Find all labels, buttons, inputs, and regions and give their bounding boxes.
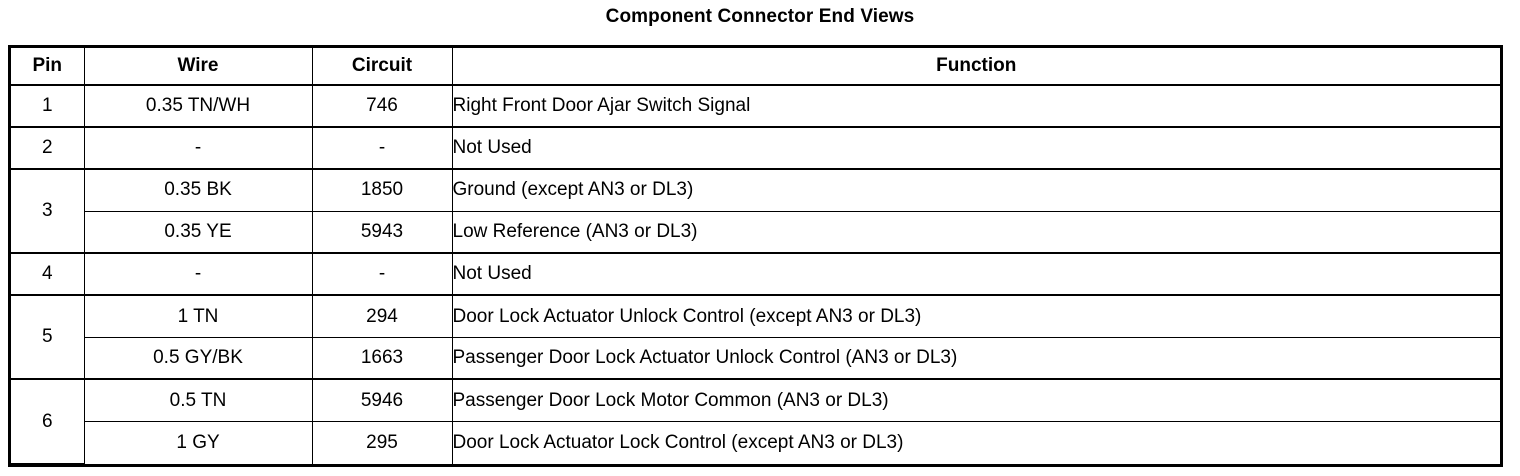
cell-pin: 1 — [11, 83, 85, 128]
table-row: 4--Not Used — [11, 252, 1500, 296]
cell-function: Door Lock Actuator Lock Control (except … — [451, 420, 1500, 464]
cell-wire: - — [83, 252, 313, 296]
column-header-function: Function — [451, 48, 1500, 86]
cell-wire: 0.5 GY/BK — [84, 336, 313, 380]
cell-circuit: 295 — [311, 420, 453, 464]
cell-circuit: - — [311, 126, 453, 170]
cell-wire: 1 GY — [84, 420, 313, 464]
page-title: Component Connector End Views — [605, 6, 915, 27]
cell-function: Low Reference (AN3 or DL3) — [451, 210, 1500, 254]
cell-pin: 5 — [11, 294, 85, 380]
table-row: 2--Not Used — [11, 126, 1500, 170]
cell-function: Passenger Door Lock Actuator Unlock Cont… — [451, 336, 1500, 380]
cell-circuit: 746 — [311, 83, 453, 128]
cell-function: Ground (except AN3 or DL3) — [451, 168, 1500, 212]
cell-circuit: 294 — [311, 294, 453, 338]
cell-pin: 2 — [11, 126, 85, 170]
column-header-wire: Wire — [83, 48, 313, 86]
cell-circuit: - — [311, 252, 453, 296]
cell-circuit: 5943 — [311, 210, 453, 254]
table-header: Pin Wire Circuit Function — [11, 48, 1500, 86]
cell-function: Not Used — [451, 252, 1500, 296]
column-header-circuit: Circuit — [311, 48, 453, 86]
cell-function: Door Lock Actuator Unlock Control (excep… — [451, 294, 1500, 338]
cell-pin: 3 — [11, 168, 85, 254]
column-header-pin: Pin — [11, 48, 85, 86]
cell-wire: 0.35 TN/WH — [83, 83, 313, 128]
cell-wire: 0.35 BK — [83, 168, 313, 212]
cell-function: Not Used — [451, 126, 1500, 170]
cell-pin: 4 — [11, 252, 85, 296]
cell-function: Right Front Door Ajar Switch Signal — [451, 83, 1500, 128]
cell-circuit: 1663 — [311, 336, 453, 380]
cell-wire: 0.5 TN — [83, 378, 313, 422]
cell-circuit: 1850 — [311, 168, 453, 212]
table-header-row: Pin Wire Circuit Function — [11, 48, 1500, 86]
cell-function: Passenger Door Lock Motor Common (AN3 or… — [451, 378, 1500, 422]
cell-wire: 1 TN — [83, 294, 313, 338]
cell-wire: - — [83, 126, 313, 170]
cell-circuit: 5946 — [311, 378, 453, 422]
cell-wire: 0.35 YE — [84, 210, 313, 254]
cell-pin: 6 — [11, 378, 85, 465]
